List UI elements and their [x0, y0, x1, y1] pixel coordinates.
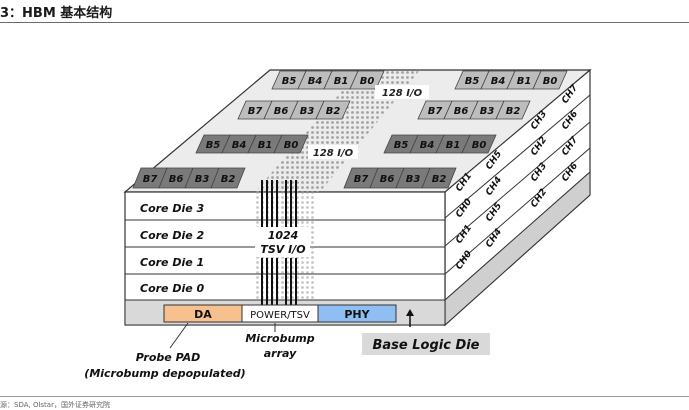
core-die-0-label: Core Die 0	[140, 282, 205, 295]
bank-label: B4	[491, 76, 506, 87]
bank-cell	[315, 100, 351, 120]
bank-label: B2	[326, 106, 341, 117]
tsv-dot-region-top	[255, 70, 420, 192]
bank-label: B3	[195, 174, 210, 185]
da-block-label: DA	[194, 308, 212, 321]
bank-label: B3	[480, 106, 495, 117]
probe-pad-label: Probe PAD	[136, 351, 201, 364]
bank-label: B5	[282, 76, 297, 87]
base-arrow-head	[406, 309, 414, 316]
bank-cell	[421, 167, 457, 189]
phy-block-label: PHY	[344, 308, 370, 321]
bank-label: B7	[428, 106, 443, 117]
bank-cell	[532, 70, 568, 90]
io-label-bg-2	[308, 145, 358, 159]
microbump-sublabel: array	[264, 347, 297, 360]
bank-label: B0	[284, 140, 299, 151]
bank-label: B6	[169, 174, 184, 185]
page-title: 3：HBM 基本结构	[0, 6, 113, 21]
bank-label: B1	[258, 140, 273, 151]
core-die-3-label: Core Die 3	[140, 202, 205, 215]
bank-label: B3	[300, 106, 315, 117]
phy-block	[317, 304, 397, 323]
power-tsv-label: POWER/TSV	[250, 310, 310, 321]
bank-label: B4	[308, 76, 323, 87]
base-logic-badge	[362, 333, 490, 355]
tsv-count-label: 1024	[268, 229, 299, 242]
bank-cell	[461, 134, 497, 154]
footer-rule	[0, 396, 689, 397]
core-die-1-label: Core Die 1	[140, 256, 204, 269]
bank-label: B0	[472, 140, 487, 151]
io-label-1: 128 I/O	[382, 88, 423, 99]
bank-label: B1	[446, 140, 461, 151]
bank-cell	[210, 167, 246, 189]
base-logic-label: Base Logic Die	[372, 338, 479, 353]
bank-label: B0	[543, 76, 558, 87]
bank-label: B4	[420, 140, 435, 151]
bank-label: B2	[432, 174, 447, 185]
bank-label: B6	[274, 106, 289, 117]
probe-pad-sublabel: (Microbump depopulated)	[84, 367, 245, 380]
probe-pad-leader	[169, 322, 189, 349]
bank-label: B1	[517, 76, 532, 87]
bank-label: B6	[380, 174, 395, 185]
io-label-bg-1	[375, 85, 429, 99]
bank-label: B7	[143, 174, 158, 185]
bank-cell	[273, 134, 309, 154]
bank-label: B5	[394, 140, 409, 151]
bank-label: B4	[232, 140, 247, 151]
bank-label: B2	[506, 106, 521, 117]
title-rule	[0, 22, 689, 23]
bank-label: B7	[354, 174, 369, 185]
bank-label: B0	[360, 76, 375, 87]
core-die-2-label: Core Die 2	[140, 229, 205, 242]
bank-label: B5	[206, 140, 221, 151]
bank-label: B5	[465, 76, 480, 87]
tsv-bars	[261, 180, 297, 308]
bank-label: B3	[406, 174, 421, 185]
bank-cell	[495, 100, 531, 120]
bank-label: B7	[248, 106, 263, 117]
source-note: 源：SDA, Olstar，国外证券研究院	[0, 401, 110, 409]
bank-label: B1	[334, 76, 349, 87]
tsv-io-label: TSV I/O	[260, 243, 305, 256]
tsv-label-bg	[255, 227, 310, 257]
bank-label: B2	[221, 174, 236, 185]
io-label-2: 128 I/O	[313, 148, 354, 159]
bank-label: B6	[454, 106, 469, 117]
microbump-label: Microbump	[245, 332, 314, 345]
